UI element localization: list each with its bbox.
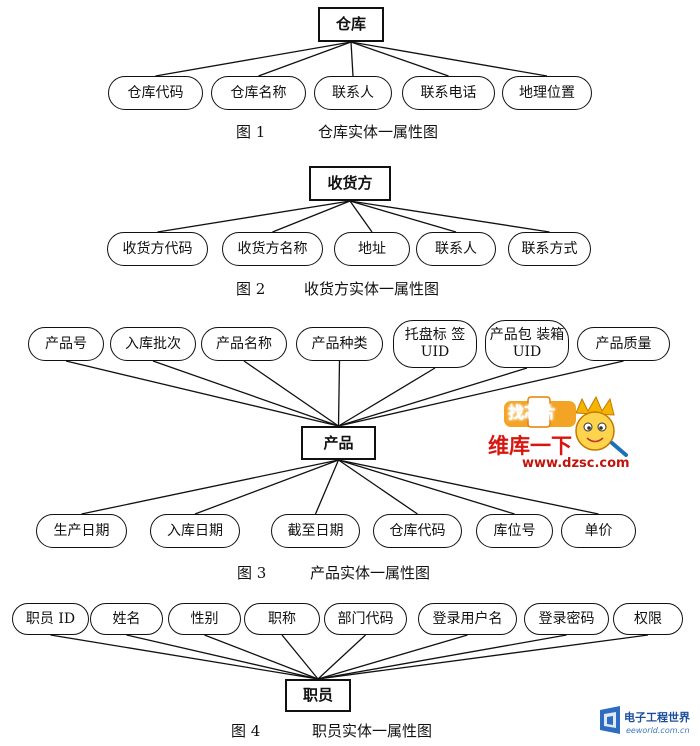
attribute-consignee-code: 收货方代码	[107, 232, 208, 266]
cartoon-mascot-icon	[575, 411, 628, 457]
attribute-contact-method: 联系方式	[508, 232, 591, 266]
attribute-product-number: 产品号	[28, 327, 104, 361]
entity-product: 产品	[301, 426, 376, 460]
connector-line	[349, 200, 373, 233]
attribute-product-type: 产品种类	[296, 327, 383, 361]
attribute-unit-price: 单价	[561, 514, 636, 548]
attribute-warehouse-code: 仓库代码	[108, 76, 203, 110]
connector-line	[243, 360, 339, 427]
figure-3-caption-text: 产品实体一属性图	[310, 564, 431, 582]
connector-line	[155, 41, 352, 77]
connector-line	[314, 459, 340, 515]
attribute-production-date: 生产日期	[36, 514, 127, 548]
attribute-gender: 性别	[168, 603, 241, 635]
dzsc-watermark-url: www.dzsc.com	[522, 456, 630, 471]
figure-3-caption-number: 图 3	[237, 564, 267, 582]
attribute-warehouse-code: 仓库代码	[373, 514, 462, 548]
entity-staff: 职员	[285, 679, 351, 712]
connector-line	[317, 634, 567, 680]
connector-line	[81, 459, 339, 515]
connector-line	[338, 367, 528, 427]
connector-line	[338, 459, 418, 515]
figure-4-caption-text: 职员实体一属性图	[312, 722, 433, 740]
connector-line	[350, 41, 548, 77]
entity-warehouse: 仓库	[318, 7, 384, 42]
connector-line	[194, 459, 339, 515]
figure-2-caption-text: 收货方实体一属性图	[304, 280, 440, 298]
attribute-warehouse-name: 仓库名称	[211, 76, 306, 110]
attribute-product-quality: 产品质量	[577, 327, 670, 361]
connector-line	[350, 41, 354, 77]
figure-1-caption-text: 仓库实体一属性图	[318, 123, 439, 141]
attribute-staff-id: 职员 ID	[12, 603, 89, 635]
connector-line	[349, 200, 457, 233]
connector-line	[338, 459, 515, 515]
attribute-consignee-name: 收货方名称	[222, 232, 323, 266]
connector-line	[338, 459, 599, 515]
entity-consignee: 收货方	[309, 166, 391, 201]
connector-line	[65, 360, 339, 427]
attribute-login-password: 登录密码	[524, 603, 609, 635]
dzsc-watermark-graphic	[504, 395, 628, 457]
attribute-bin-number: 库位号	[476, 514, 553, 548]
attribute-name: 姓名	[90, 603, 163, 635]
badge-chip-icon	[504, 396, 576, 428]
attribute-contact-person: 联系人	[416, 232, 496, 266]
attribute-pallet-tag-uid: 托盘标 签 UID	[393, 320, 477, 368]
figure-4-caption-number: 图 4	[231, 722, 261, 740]
connector-line	[258, 41, 352, 77]
attribute-contact-person: 联系人	[314, 76, 392, 110]
connector-line	[126, 634, 319, 680]
attribute-contact-phone: 联系电话	[402, 76, 495, 110]
connector-line	[317, 634, 366, 680]
figure-1-caption-number: 图 1	[236, 123, 266, 141]
eeworld-logo-icon	[600, 706, 620, 734]
connector-line	[349, 200, 550, 233]
attribute-address: 地址	[334, 232, 410, 266]
eeworld-logo-url: eeworld.com.cn	[626, 726, 690, 735]
connector-line	[157, 200, 351, 233]
connector-line	[152, 360, 339, 427]
connector-line	[204, 634, 319, 680]
connector-line	[317, 634, 468, 680]
connector-line	[337, 360, 341, 427]
figure-2-caption-number: 图 2	[236, 280, 266, 298]
attribute-package-box-uid: 产品包 装箱 UID	[485, 320, 569, 368]
attribute-inbound-date: 入库日期	[150, 514, 240, 548]
attribute-login-username: 登录用户名	[418, 603, 517, 635]
attribute-product-name: 产品名称	[201, 327, 287, 361]
connector-line	[350, 41, 449, 77]
crown-icon	[575, 395, 615, 416]
attribute-inbound-batch: 入库批次	[110, 327, 196, 361]
connector-line	[338, 367, 436, 427]
connector-line	[50, 634, 319, 680]
connector-line	[338, 360, 624, 427]
dzsc-badge-text: 找芯片	[508, 403, 557, 422]
connector-line	[281, 634, 319, 680]
eeworld-logo-text: 电子工程世界	[624, 711, 690, 724]
attribute-permission: 权限	[613, 603, 683, 635]
attribute-location: 地理位置	[502, 76, 592, 110]
attribute-job-title: 职称	[244, 603, 320, 635]
connector-line	[272, 200, 351, 233]
attribute-expiry-date: 截至日期	[271, 514, 360, 548]
connector-line	[317, 634, 649, 680]
attribute-department-code: 部门代码	[324, 603, 407, 635]
dzsc-watermark-title: 维库一下	[488, 434, 572, 458]
